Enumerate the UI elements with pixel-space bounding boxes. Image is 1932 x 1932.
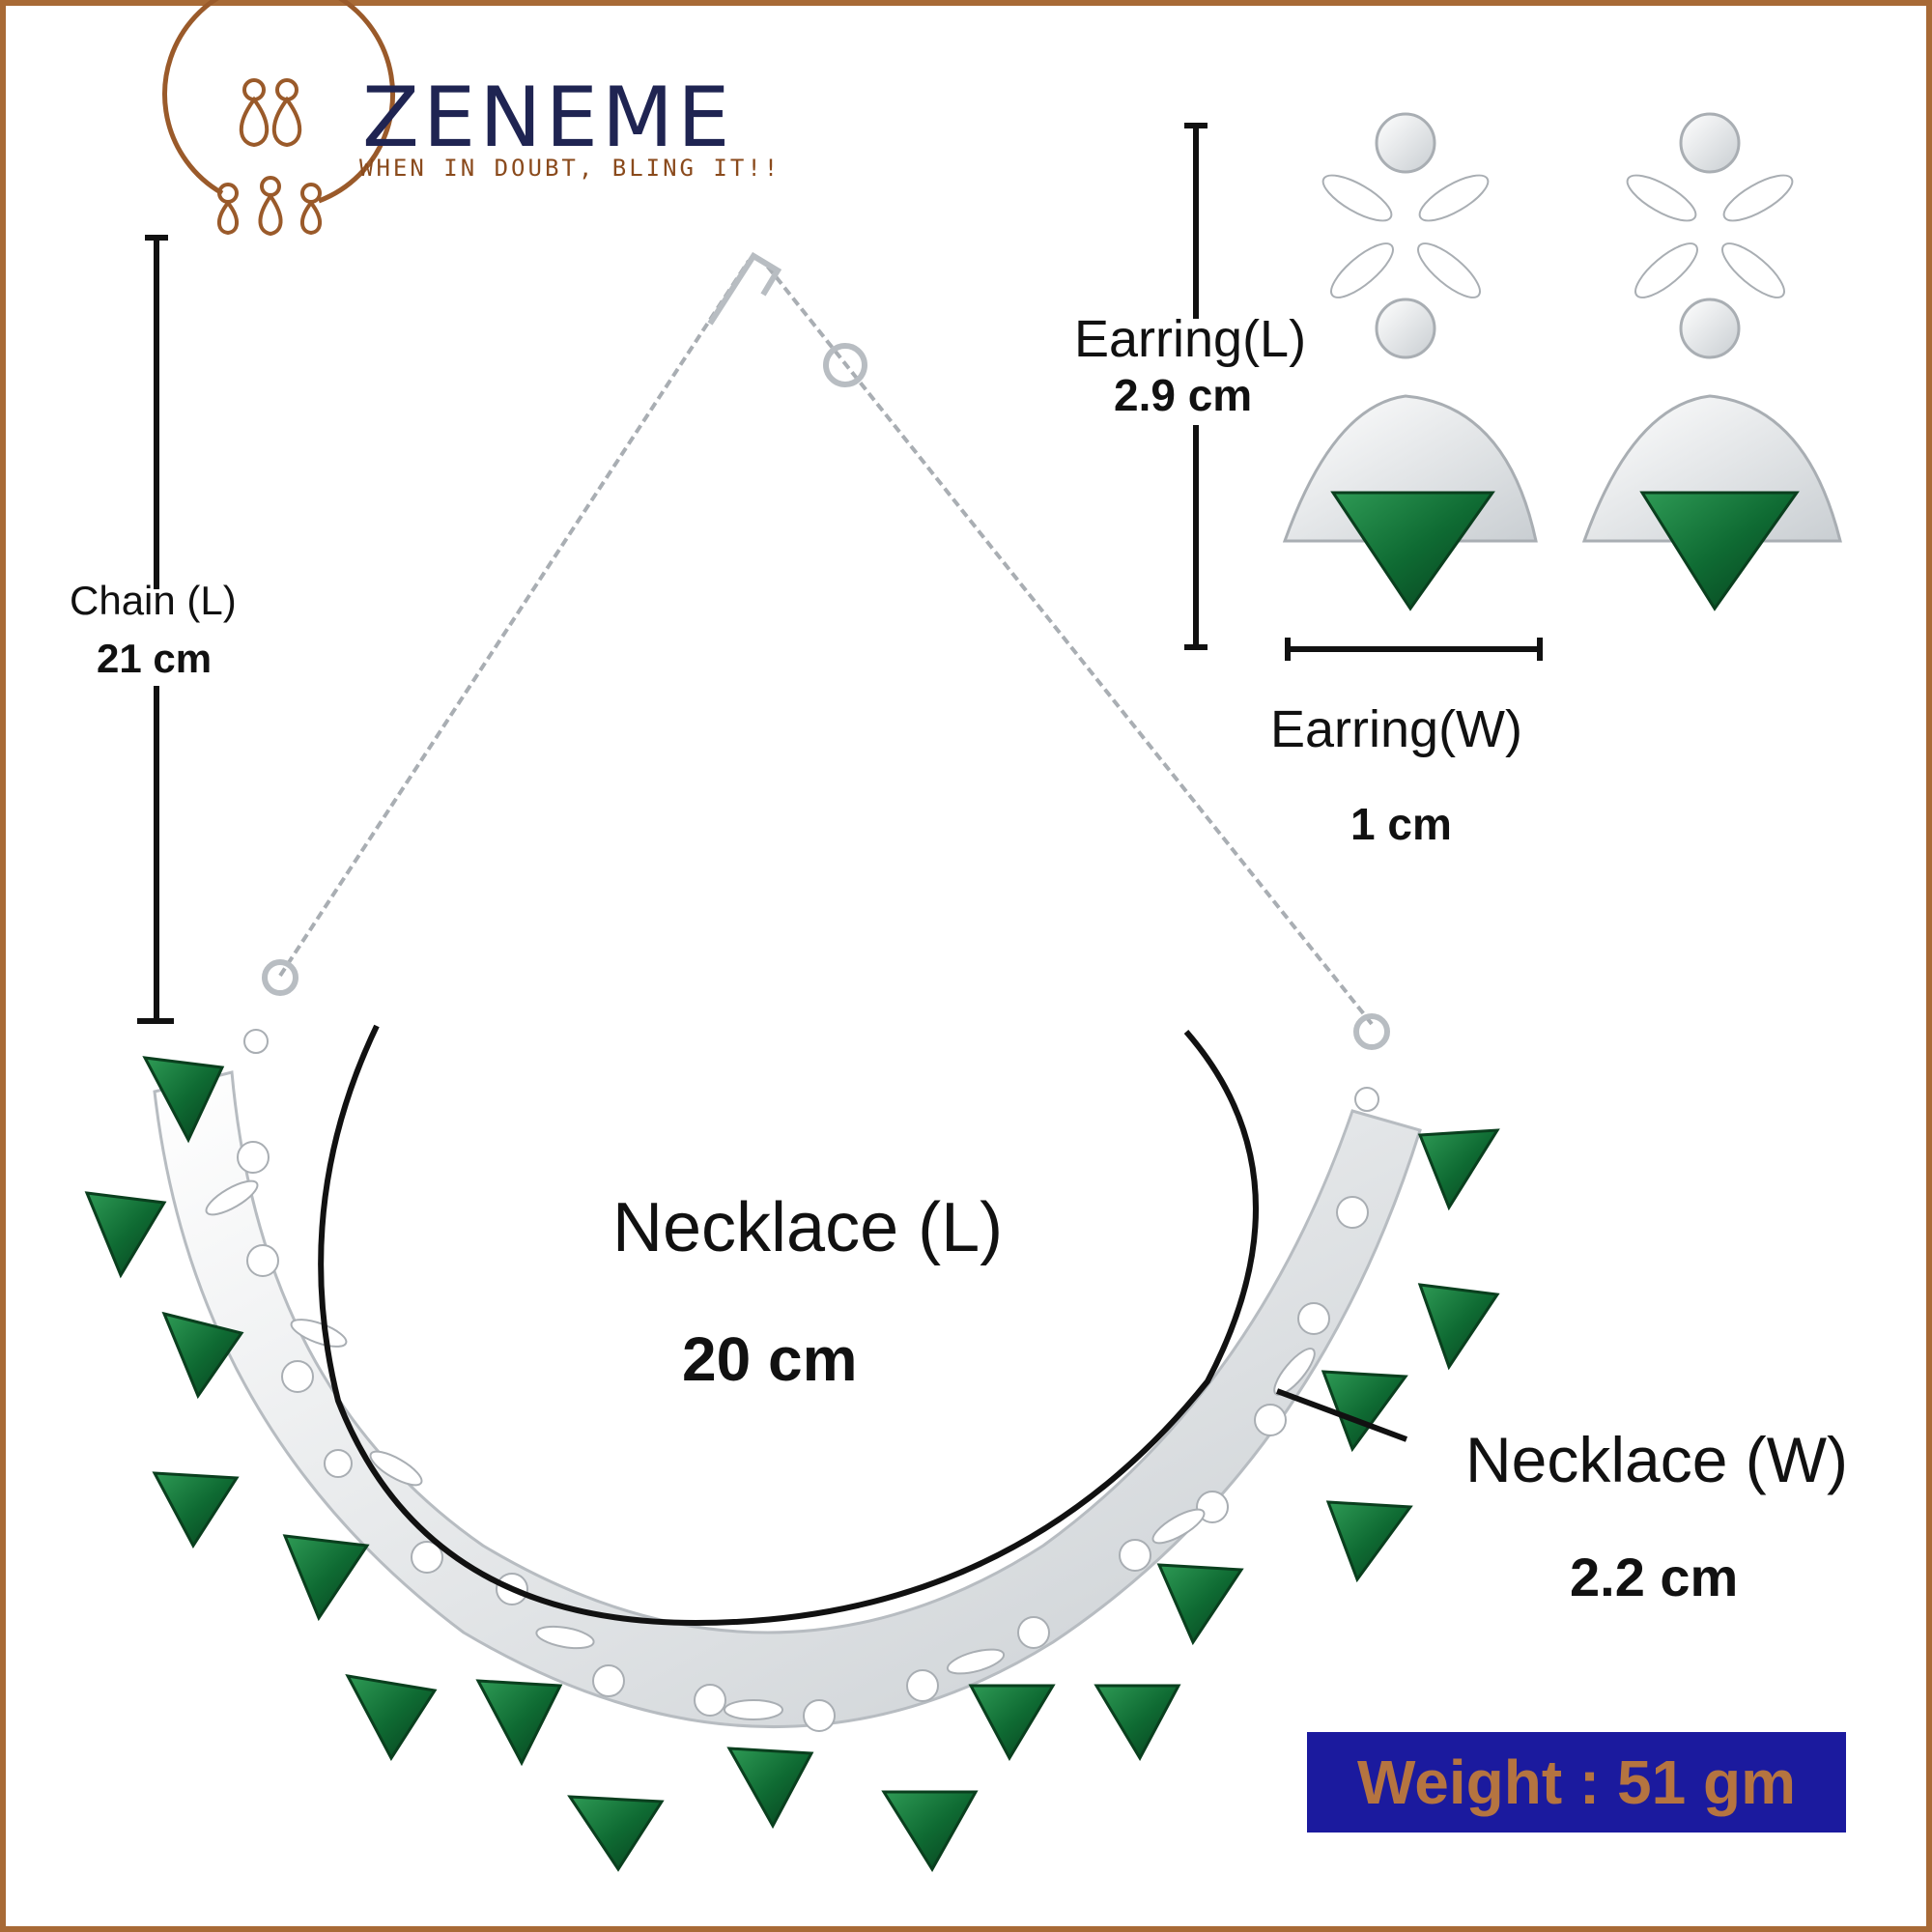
chain-label-backing [126,589,187,686]
earring-width-value: 1 cm [1350,799,1452,849]
necklace-length-label: Necklace (L) [612,1189,1004,1266]
brand-tagline: WHEN IN DOUBT, BLING IT!! [359,155,781,182]
weight-badge: Weight : 51 gm [1307,1732,1846,1833]
necklace-silver-setting [153,1070,1422,1729]
necklace-width-label: Necklace (W) [1465,1424,1849,1495]
chain-length-label: Chain (L) [70,578,237,623]
earring-length-value: 2.9 cm [1114,370,1253,420]
brand-name: ZENEME [362,70,734,166]
earring-width-label: Earring(W) [1270,700,1523,758]
chain-length-value: 21 cm [97,636,213,681]
necklace-width-value: 2.2 cm [1570,1547,1739,1607]
chain-clasp-icon [262,251,1390,1050]
necklace-emerald-stones [84,1056,1500,1872]
earring-right [1581,112,1842,611]
necklace-chain [278,259,1374,1026]
earring-left [1282,112,1538,611]
necklace-length-value: 20 cm [682,1324,858,1394]
earring-length-label: Earring(L) [1074,310,1307,368]
brand-logo-icon [162,0,396,237]
necklace-crystals [205,1029,1379,1732]
earring-label-backing [1164,319,1232,425]
weight-text: Weight : 51 gm [1357,1747,1796,1817]
